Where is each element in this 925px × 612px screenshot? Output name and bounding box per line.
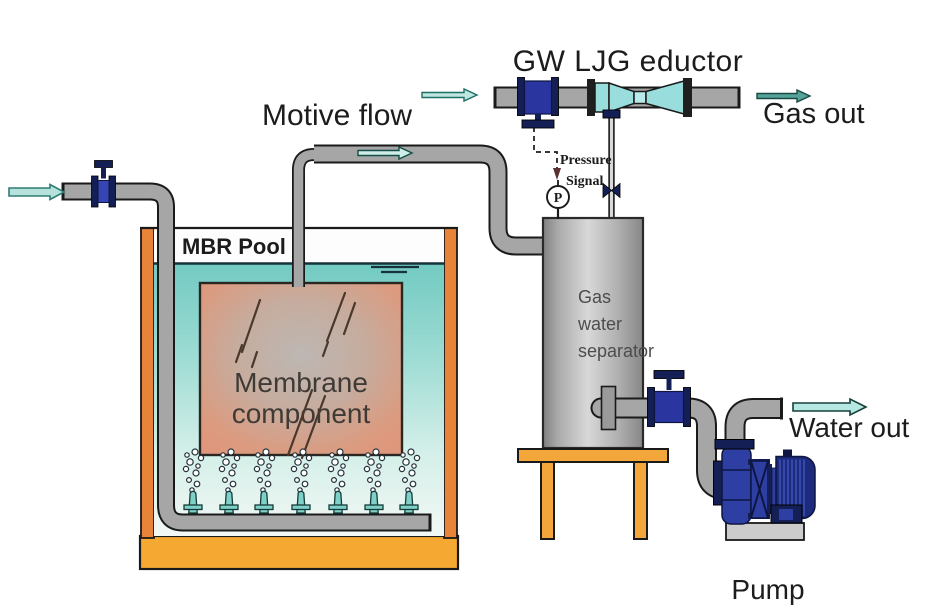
water-out-arrow-icon [792,397,868,417]
separator-label-line3: separator [578,341,654,361]
pump-volute [721,445,752,525]
eductor-throat [633,90,647,105]
valve-handle [94,160,113,168]
membrane-shine-marks [234,291,357,460]
stand-right-leg [633,461,648,540]
diagram-title: GW LJG eductor [513,45,743,78]
motive-control-valve [517,77,559,129]
motive-flow-pipe [314,144,545,256]
pressure-signal-label-line2: Signal [566,174,603,189]
valve-body [97,180,110,203]
signal-arrowhead-icon [553,168,561,180]
membrane-riser-pipe [292,148,332,287]
motive-flow-label: Motive flow [262,99,412,132]
pressure-signal-line [533,127,561,180]
eductor-outlet-flange [683,78,692,117]
membrane-module: Membrane component [198,281,404,460]
pump-suction-flange [713,460,723,506]
pressure-gauge: P [546,180,570,219]
eductor [587,78,692,119]
mbr-pool-label: MBR Pool [182,234,286,259]
stand-top [517,448,669,463]
water-surface-marks [371,265,419,274]
motive-flow-arrow-icon [421,87,479,103]
pump-discharge-flange [714,439,755,450]
membrane-label-line2: component [232,398,371,429]
pool-left-wall [140,227,155,539]
valve-handle [653,370,685,379]
separator-label-line1: Gas [578,287,611,307]
pool-base [138,534,460,571]
inlet-valve [91,160,116,208]
eductor-suction-port [602,109,621,119]
eductor-diffuser [645,80,685,115]
membrane-body [198,281,404,457]
inlet-flow-arrow-icon [8,183,66,201]
gauge-letter: P [554,191,563,206]
pump-label: Pump [731,574,804,605]
pool-right-wall [443,227,458,539]
pressure-signal-label-line1: Pressure [560,153,612,168]
membrane-label-line1: Membrane [234,367,368,398]
eductor-inlet-flange [587,79,595,116]
gas-out-arrow-icon [756,88,812,104]
separator-label-line2: water [577,314,622,334]
stand-left-leg [540,461,555,540]
pump-discharge-pipe [724,397,783,447]
pipe-flow-arrow-icon [357,145,414,161]
suction-pipe-valve [602,182,621,199]
separator-stand [517,448,669,540]
motor-terminal [783,449,792,457]
pump-base-plate [725,522,805,541]
gas-out-label: Gas out [763,98,865,130]
outlet-flange-plate [600,385,617,431]
valve-body [653,390,685,424]
pump [713,439,816,541]
water-outlet-valve [647,370,691,427]
valve-body [523,80,553,115]
valve-actuator [521,119,555,129]
gauge-dial [546,185,570,209]
water-out-label: Water out [789,412,910,443]
